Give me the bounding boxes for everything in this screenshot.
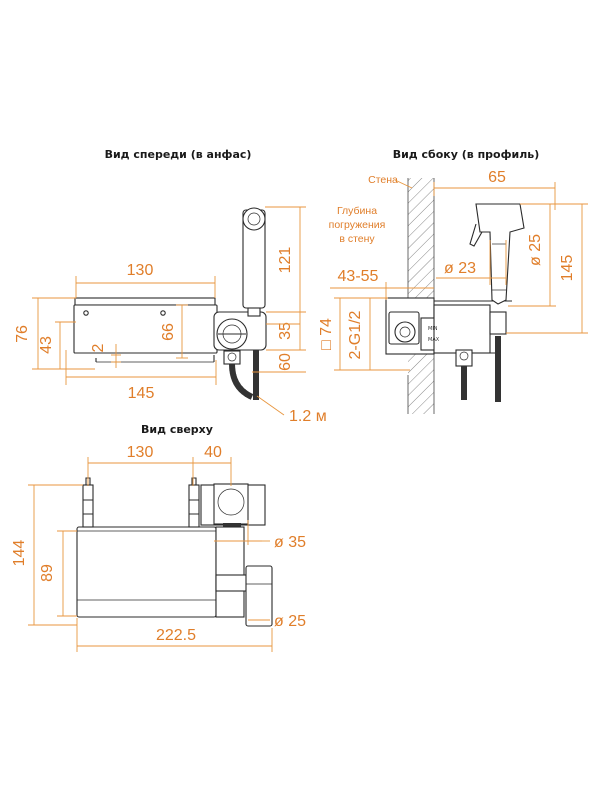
front-dim-121: 121	[277, 247, 294, 274]
top-mixer	[213, 483, 249, 525]
top-dim-40: 40	[204, 444, 222, 461]
side-depth-note-1: Глубина	[337, 205, 377, 217]
front-sprayer-holder	[247, 307, 261, 317]
top-body	[215, 526, 245, 618]
side-dim-thread: 2-G1/2	[347, 310, 364, 359]
top-dim-130: 130	[127, 444, 154, 461]
front-shelf-top	[74, 297, 216, 306]
front-dim-130: 130	[127, 262, 154, 279]
front-dim-43: 43	[38, 336, 55, 354]
top-view: 130 40 144 89 222.5 ø 35 ø 25	[11, 444, 306, 652]
front-dim-145: 145	[128, 385, 155, 402]
top-dim-144: 144	[11, 540, 28, 567]
side-depth-note-3: в стену	[339, 233, 375, 245]
top-post-left	[82, 484, 94, 528]
front-dim-35: 35	[277, 322, 294, 340]
top-dim-d35: ø 35	[274, 534, 306, 551]
front-dim-76: 76	[14, 325, 31, 343]
front-view: 130 145 76 43 66 2 121 35	[14, 206, 327, 425]
top-view-title: Вид сверху	[141, 423, 213, 436]
front-dim-60: 60	[277, 353, 294, 371]
side-view-title: Вид сбоку (в профиль)	[393, 148, 540, 161]
side-wall-label: Стена	[368, 174, 398, 186]
side-wall	[408, 178, 434, 414]
side-sprayer	[475, 203, 525, 305]
front-view-title: Вид спереди (в анфас)	[105, 148, 252, 161]
side-dim-65: 65	[488, 169, 506, 186]
front-dim-66: 66	[160, 323, 177, 341]
top-outlet-nut	[245, 565, 273, 627]
front-rivet-left	[83, 310, 89, 316]
side-dim-d23: ø 23	[444, 260, 476, 277]
side-body	[433, 304, 491, 354]
side-outlet-nut	[455, 349, 473, 367]
top-dim-89: 89	[39, 564, 56, 582]
top-dim-d25: ø 25	[274, 613, 306, 630]
side-dim-145: 145	[559, 255, 576, 282]
side-depth-note-2: погружения	[329, 219, 386, 231]
side-mark-min: MIN	[428, 326, 438, 332]
top-shelf	[76, 526, 217, 618]
side-view: Стена Глубина погружения в стену MIN MAX	[318, 169, 588, 414]
side-dim-43-55: 43-55	[338, 268, 379, 285]
front-hose-length: 1.2 м	[289, 408, 327, 425]
top-dim-222-5: 222.5	[156, 627, 196, 644]
side-valve-knob	[394, 321, 416, 343]
top-post-right	[188, 484, 200, 528]
side-dim-74: □ 74	[318, 318, 335, 350]
side-holder	[489, 311, 507, 335]
side-mark-max: MAX	[428, 337, 440, 343]
front-sprayer-head	[242, 207, 266, 231]
front-dim-2: 2	[90, 343, 107, 352]
front-rivet-right	[160, 310, 166, 316]
side-dim-d25: ø 25	[527, 234, 544, 266]
